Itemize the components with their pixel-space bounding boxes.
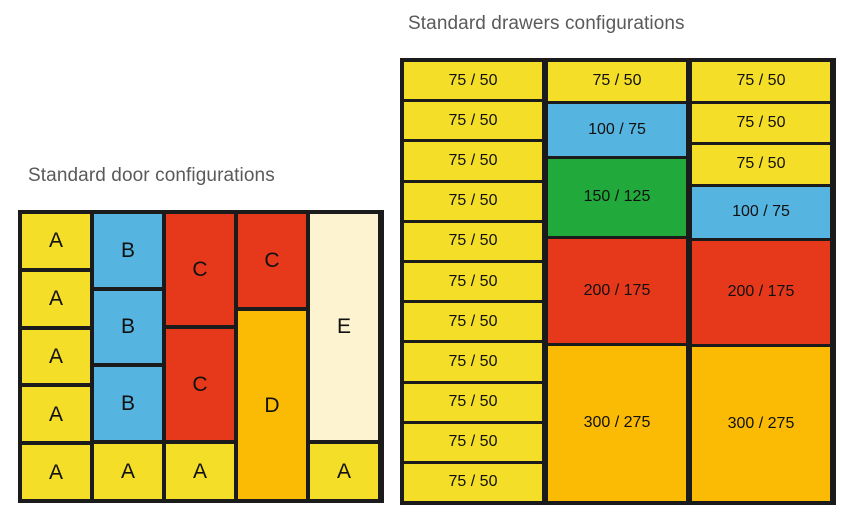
drawer-cell-label: 75 / 50 — [736, 72, 786, 90]
drawer-cell-label: 75 / 50 — [448, 111, 498, 129]
drawer-panel-title: Standard drawers configurations — [408, 13, 685, 34]
drawer-cell-label: 100 / 75 — [588, 120, 646, 138]
door-cell-label: C — [192, 257, 208, 281]
door-cell[interactable]: D — [238, 311, 306, 499]
drawer-cell[interactable]: 100 / 75 — [692, 186, 830, 239]
door-cell[interactable]: C — [238, 214, 306, 308]
drawer-cell[interactable]: 75 / 50 — [404, 463, 542, 502]
drawer-cell[interactable]: 75 / 50 — [692, 103, 830, 143]
door-panel-title: Standard door configurations — [28, 165, 275, 186]
drawer-cell-label: 75 / 50 — [448, 71, 498, 89]
drawer-cell[interactable]: 75 / 50 — [404, 303, 542, 341]
drawer-cell[interactable]: 75 / 50 — [404, 102, 542, 140]
door-cell-label: A — [48, 287, 63, 311]
door-cell-label: E — [336, 315, 351, 339]
drawer-cell-label: 75 / 50 — [448, 352, 498, 370]
drawer-cell-label: 75 / 50 — [448, 473, 498, 491]
door-column-2: B B B A — [94, 214, 162, 500]
drawer-cell[interactable]: 200 / 175 — [548, 239, 686, 343]
drawer-cell[interactable]: 75 / 50 — [404, 343, 542, 381]
door-cell[interactable]: E — [310, 214, 378, 440]
drawer-cell-label: 200 / 175 — [583, 281, 651, 299]
door-cell[interactable]: A — [22, 214, 90, 268]
drawer-cell-label: 75 / 50 — [448, 312, 498, 330]
drawer-cell[interactable]: 150 / 125 — [548, 158, 686, 237]
drawer-cell[interactable]: 75 / 50 — [404, 62, 542, 100]
drawer-cell-label: 75 / 50 — [448, 272, 498, 290]
drawer-cell[interactable]: 75 / 50 — [404, 142, 542, 180]
drawer-cell-label: 75 / 50 — [592, 72, 642, 90]
door-cell[interactable]: C — [166, 328, 234, 440]
drawer-cell-label: 75 / 50 — [448, 232, 498, 250]
door-column-3: C C A — [166, 214, 234, 499]
door-cell[interactable]: A — [22, 271, 90, 326]
door-cell[interactable]: A — [94, 443, 162, 500]
drawer-cell-label: 100 / 75 — [732, 203, 790, 221]
drawer-cell-label: 300 / 275 — [727, 414, 795, 432]
drawer-cell[interactable]: 75 / 50 — [404, 222, 542, 260]
door-cell-label: A — [48, 344, 63, 368]
drawer-cell-label: 75 / 50 — [736, 155, 786, 173]
door-cell[interactable]: A — [310, 443, 378, 499]
drawer-cell[interactable]: 200 / 175 — [692, 241, 830, 344]
door-cell[interactable]: A — [166, 443, 234, 499]
drawer-cell-label: 75 / 50 — [448, 192, 498, 210]
drawer-cell[interactable]: 75 / 50 — [548, 62, 686, 101]
drawer-cell-label: 150 / 125 — [583, 188, 651, 206]
drawer-cell[interactable]: 75 / 50 — [404, 262, 542, 301]
door-cell-label: B — [120, 392, 135, 416]
drawer-cell[interactable]: 75 / 50 — [692, 62, 830, 101]
drawer-column-2: 75 / 50 100 / 75 150 / 125 200 / 175 300 / 2… — [548, 62, 686, 501]
door-cell[interactable]: A — [22, 329, 90, 384]
drawer-cell-label: 75 / 50 — [448, 433, 498, 451]
door-cell[interactable]: B — [94, 214, 162, 287]
door-cell[interactable]: A — [22, 445, 90, 499]
door-column-1: A A A A A — [22, 214, 90, 499]
door-cell-label: A — [48, 460, 63, 484]
drawer-column-3: 75 / 50 75 / 50 75 / 50 100 / 75 200 / 175 30… — [692, 62, 830, 501]
drawer-cell[interactable]: 75 / 50 — [404, 383, 542, 421]
door-cell-label: A — [192, 459, 207, 483]
drawer-cell[interactable]: 75 / 50 — [404, 182, 542, 220]
door-cell-label: B — [120, 315, 135, 339]
door-cell-label: D — [264, 393, 280, 417]
door-cell-label: B — [120, 238, 135, 262]
drawer-cell[interactable]: 300 / 275 — [548, 345, 686, 501]
door-cell[interactable]: B — [94, 290, 162, 364]
drawer-cell[interactable]: 100 / 75 — [548, 103, 686, 156]
door-cell[interactable]: C — [166, 214, 234, 325]
door-cell[interactable]: B — [94, 367, 162, 440]
drawer-cell-label: 75 / 50 — [448, 151, 498, 169]
drawer-cell-label: 75 / 50 — [736, 113, 786, 131]
door-cell[interactable]: A — [22, 387, 90, 442]
door-cell-label: A — [120, 459, 135, 483]
drawer-cell[interactable]: 75 / 50 — [692, 145, 830, 184]
drawer-cell-label: 300 / 275 — [583, 414, 651, 432]
door-cell-label: C — [192, 372, 208, 396]
door-cell-label: C — [264, 249, 280, 273]
drawer-cell[interactable]: 75 / 50 — [404, 423, 542, 461]
drawer-cell-label: 75 / 50 — [448, 393, 498, 411]
drawer-column-1: 75 / 50 75 / 50 75 / 50 75 / 50 75 / 50 75 / … — [404, 62, 542, 502]
door-cell-label: A — [48, 229, 63, 253]
door-cell-label: A — [48, 402, 63, 426]
door-cell-label: A — [336, 459, 351, 483]
drawer-cell-label: 200 / 175 — [727, 283, 795, 301]
drawer-cell[interactable]: 300 / 275 — [692, 346, 830, 501]
